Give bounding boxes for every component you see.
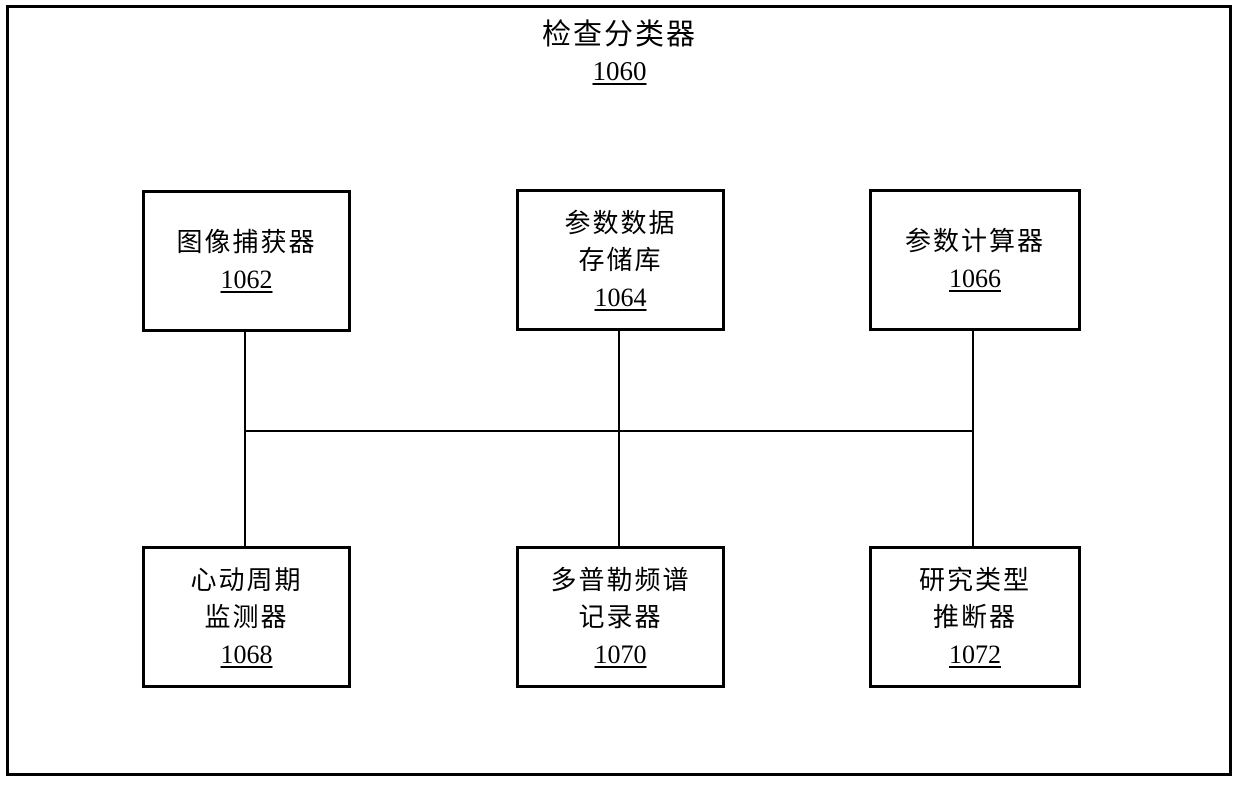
node-label: 研究类型 <box>918 565 1031 595</box>
page-border <box>6 5 1232 776</box>
connector-vertical-right <box>972 331 974 546</box>
node-image-capturer: 图像捕获器 1062 <box>142 190 351 332</box>
node-ref: 1072 <box>949 639 1001 669</box>
diagram-title-ref: 1060 <box>592 56 647 86</box>
node-label: 多普勒频谱 <box>550 565 691 595</box>
node-ref: 1066 <box>949 264 1001 293</box>
node-cardiac-cycle-monitor: 心动周期 监测器 1068 <box>142 546 351 688</box>
node-parameter-data-store: 参数数据 存储库 1064 <box>516 189 725 331</box>
diagram-title: 检查分类器 1060 <box>0 16 1239 88</box>
node-label: 心动周期 <box>190 565 303 595</box>
node-ref: 1064 <box>594 282 647 312</box>
node-label: 参数计算器 <box>904 227 1045 256</box>
node-parameter-calculator: 参数计算器 1066 <box>869 189 1081 331</box>
node-doppler-spectrum-recorder: 多普勒频谱 记录器 1070 <box>516 546 725 688</box>
connector-horizontal-bus <box>244 430 974 432</box>
node-ref: 1068 <box>220 639 273 669</box>
node-label: 推断器 <box>932 602 1017 632</box>
node-label: 参数数据 <box>564 208 677 238</box>
diagram-title-label: 检查分类器 <box>541 19 697 51</box>
connector-vertical-middle <box>618 331 620 546</box>
node-ref: 1070 <box>594 639 647 669</box>
connector-vertical-left <box>244 332 246 546</box>
node-label: 图像捕获器 <box>176 228 317 257</box>
node-label: 记录器 <box>578 602 663 632</box>
node-ref: 1062 <box>220 265 273 294</box>
node-label: 监测器 <box>204 602 289 632</box>
node-study-type-inferrer: 研究类型 推断器 1072 <box>869 546 1081 688</box>
node-label: 存储库 <box>578 245 663 275</box>
